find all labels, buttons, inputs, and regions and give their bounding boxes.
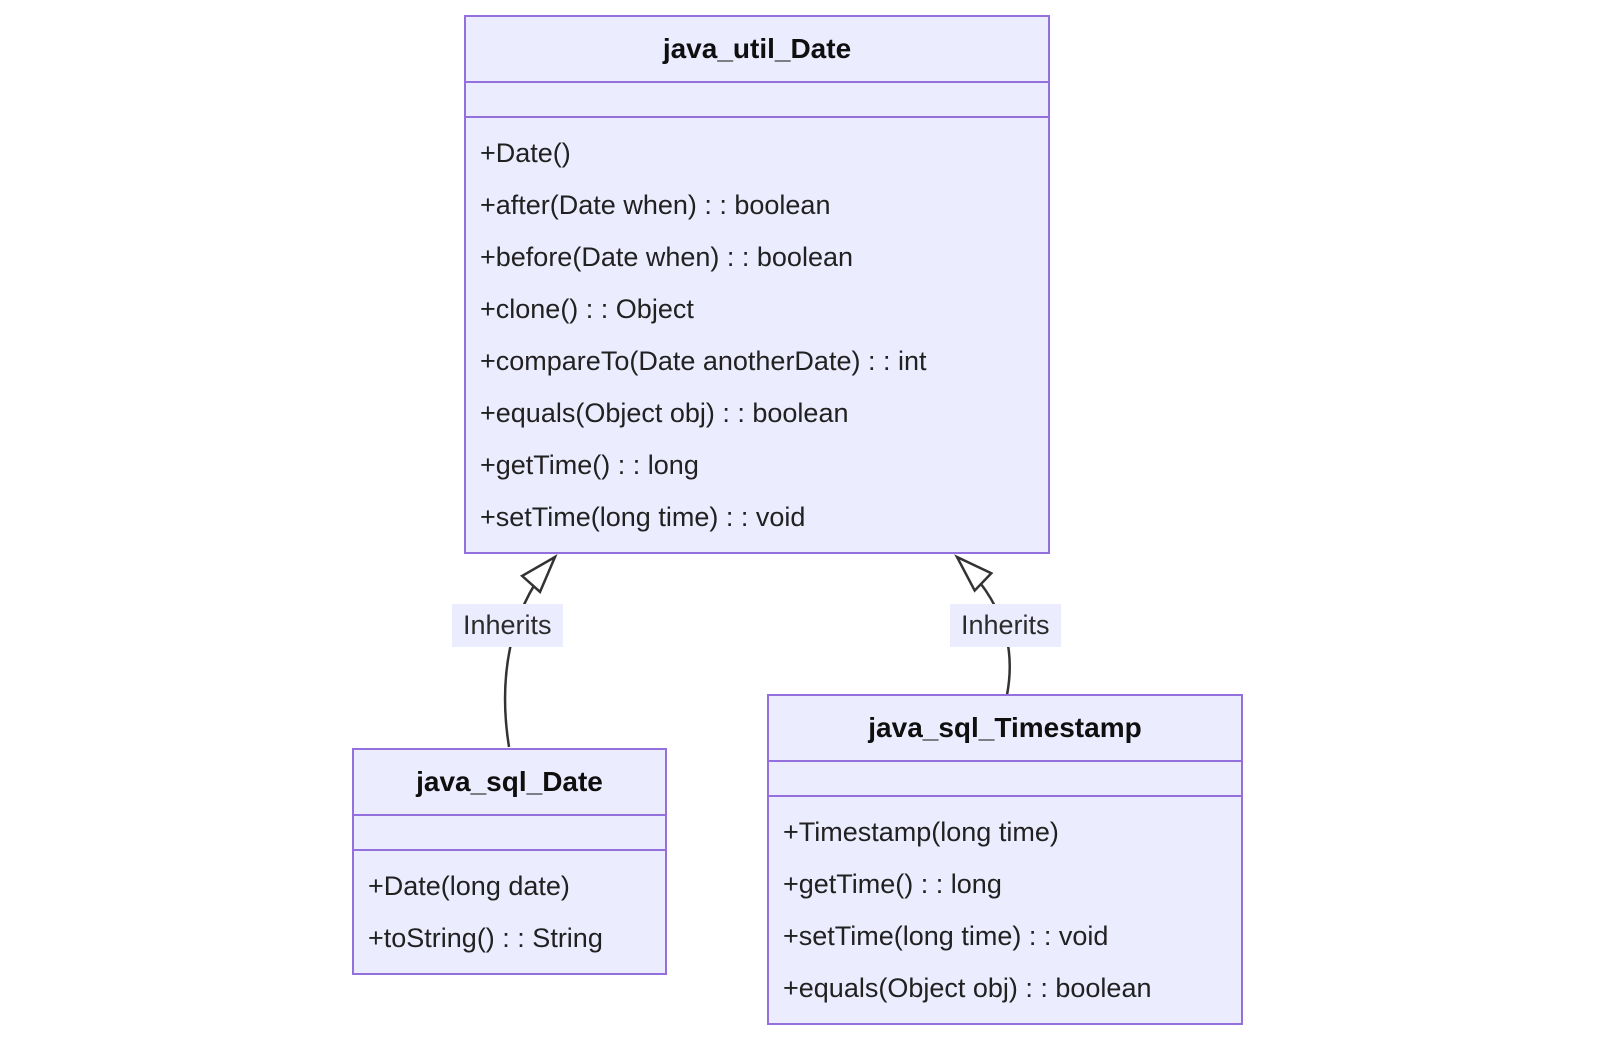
class-box-java-util-date: java_util_Date +Date() +after(Date when)… [464,15,1050,554]
method-row: +setTime(long time) : : void [480,502,806,532]
method-row: +setTime(long time) : : void [783,921,1109,951]
class-box-java-sql-timestamp: java_sql_Timestamp +Timestamp(long time)… [767,694,1243,1025]
method-row: +toString() : : String [368,923,603,953]
method-row: +getTime() : : long [783,869,1002,899]
method-row: +equals(Object obj) : : boolean [480,398,849,428]
method-row: +clone() : : Object [480,294,694,324]
class-attributes-empty [466,81,1048,116]
class-title: java_sql_Date [416,766,603,797]
class-methods-section: +Date() +after(Date when) : : boolean +b… [466,116,1048,552]
edge-label-inherits-left: Inherits [452,604,563,647]
method-row: +equals(Object obj) : : boolean [783,973,1152,1003]
method-row: +Date(long date) [368,871,570,901]
method-row: +after(Date when) : : boolean [480,190,831,220]
edge-java-sql-date-inherits [503,554,558,748]
method-row: +before(Date when) : : boolean [480,242,853,272]
class-title: java_sql_Timestamp [868,712,1142,743]
method-row: +getTime() : : long [480,450,699,480]
method-row: +compareTo(Date anotherDate) : : int [480,346,927,376]
class-attributes-empty [769,760,1241,795]
method-row: +Date() [480,138,571,168]
method-row: +Timestamp(long time) [783,817,1059,847]
class-box-java-sql-date: java_sql_Date +Date(long date) +toString… [352,748,667,975]
class-methods-section: +Date(long date) +toString() : : String [354,849,665,973]
class-methods-section: +Timestamp(long time) +getTime() : : lon… [769,795,1241,1023]
class-attributes-empty [354,814,665,849]
class-title: java_util_Date [662,33,852,64]
edge-label-inherits-right: Inherits [950,604,1061,647]
